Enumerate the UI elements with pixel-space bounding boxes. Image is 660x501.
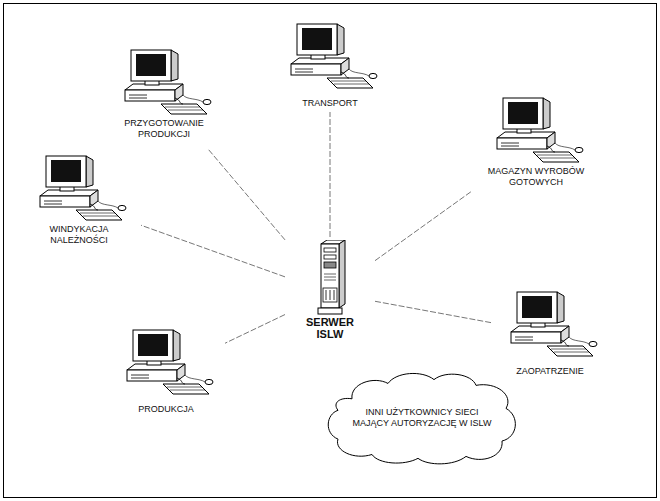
network-link (225, 315, 285, 344)
station-label: PRODUKCJA (138, 404, 194, 415)
workstation-icon (119, 328, 214, 398)
cloud-node: INNI UŻYTKOWNICY SIECI MAJĄCY AUTORYZACJ… (322, 370, 522, 466)
server-node: SERWER ISLW (288, 240, 372, 346)
network-link (375, 191, 472, 261)
network-link (330, 112, 331, 237)
server-icon (312, 240, 348, 316)
cloud-label: INNI UŻYTKOWNICY SIECI MAJĄCY AUTORYZACJ… (347, 407, 497, 429)
network-link (208, 149, 285, 240)
station-label: SERWER ISLW (300, 316, 360, 340)
workstation-icon (32, 154, 127, 224)
station-label: ZAOPATRZENIE (516, 366, 584, 377)
workstation-icon (117, 48, 212, 118)
workstation-node: MAGAZYN WYROBÓW GOTOWYCH (475, 96, 597, 194)
workstation-icon (503, 290, 598, 360)
station-label: MAGAZYN WYROBÓW GOTOWYCH (475, 166, 597, 188)
station-label: PRZYGOTOWANIE PRODUKCJI (105, 118, 223, 140)
network-link (375, 301, 491, 322)
workstation-node: TRANSPORT (275, 22, 385, 109)
workstation-node: ZAOPATRZENIE (494, 290, 606, 377)
workstation-node: PRZYGOTOWANIE PRODUKCJI (105, 48, 223, 146)
station-label: TRANSPORT (302, 98, 357, 109)
workstation-node: WINDYKACJA NALEŻNOŚCI (20, 154, 138, 252)
workstation-icon (283, 22, 378, 92)
network-link (141, 225, 285, 277)
picture-frame (4, 4, 657, 498)
station-label: WINDYKACJA NALEŻNOŚCI (20, 224, 138, 246)
workstation-node: PRODUKCJA (110, 328, 222, 415)
workstation-icon (489, 96, 584, 166)
